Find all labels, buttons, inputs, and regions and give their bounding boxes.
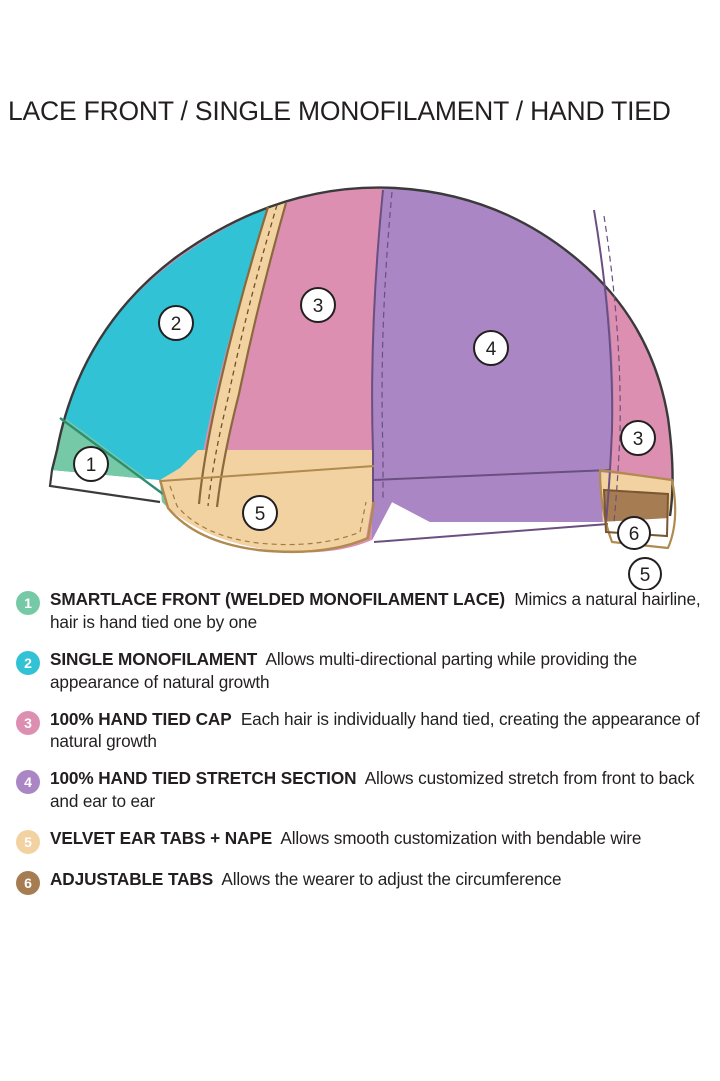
callout-5-nape: 5	[628, 557, 662, 590]
legend-desc-6: Allows the wearer to adjust the circumfe…	[221, 869, 562, 889]
legend-desc-5: Allows smooth customization with bendabl…	[280, 828, 642, 848]
legend-badge-4: 4	[16, 770, 40, 795]
stretch-band-bottom-line	[373, 523, 609, 543]
legend-item-2: 2 SINGLE MONOFILAMENT Allows multi-direc…	[0, 648, 720, 694]
callout-3-back: 3	[620, 420, 656, 456]
divider-green-cyan	[59, 417, 164, 495]
legend-list: 1 SMARTLACE FRONT (WELDED MONOFILAMENT L…	[0, 588, 720, 909]
callout-5-nape-label: 5	[640, 565, 651, 586]
cap-outline	[50, 186, 674, 517]
callout-1: 1	[73, 446, 109, 482]
legend-desc-4: Allows customized stretch from front to …	[50, 768, 695, 812]
callout-2: 2	[158, 305, 194, 341]
ear-tab-stitch	[169, 485, 367, 546]
legend-badge-3: 3	[16, 710, 40, 735]
legend-term-3: 100% HAND TIED CAP	[50, 708, 232, 729]
nape-outline	[598, 468, 677, 550]
legend-text-3: 100% HAND TIED CAP Each hair is individu…	[50, 708, 706, 754]
adjustable-tab-outline	[602, 488, 670, 538]
legend-item-6: 6 ADJUSTABLE TABS Allows the wearer to a…	[0, 868, 720, 895]
region-monofilament-cyan	[52, 208, 268, 502]
callout-6: 6	[617, 516, 651, 550]
callout-5-ear: 5	[242, 495, 278, 531]
legend-badge-4-number: 4	[24, 774, 32, 791]
legend-term-1: SMARTLACE FRONT (WELDED MONOFILAMENT LAC…	[50, 589, 506, 609]
callout-2-label: 2	[171, 314, 182, 335]
legend-item-1: 1 SMARTLACE FRONT (WELDED MONOFILAMENT L…	[0, 588, 720, 634]
callout-6-label: 6	[629, 524, 640, 545]
callout-3-top: 3	[300, 287, 336, 323]
ear-tab-top-edge	[160, 465, 375, 482]
legend-badge-3-number: 3	[24, 714, 32, 731]
callout-3-top-label: 3	[313, 296, 324, 317]
legend-badge-2: 2	[16, 650, 40, 675]
wig-cap-diagram: 1 2 3 4 3	[0, 150, 720, 590]
callout-4-label: 4	[486, 339, 497, 360]
legend-term-5: VELVET EAR TABS + NAPE	[50, 828, 273, 848]
legend-badge-5: 5	[16, 830, 40, 854]
legend-badge-6: 6	[16, 871, 40, 895]
legend-item-4: 4 100% HAND TIED STRETCH SECTION Allows …	[0, 767, 720, 813]
divider-seam-pink	[215, 202, 288, 508]
divider-pink-purple-left	[371, 189, 384, 502]
ear-tab-outline	[158, 479, 376, 554]
legend-badge-6-number: 6	[24, 875, 32, 891]
legend-text-1: SMARTLACE FRONT (WELDED MONOFILAMENT LAC…	[50, 588, 706, 634]
stitch-dashed-right	[603, 215, 621, 523]
legend-text-4: 100% HAND TIED STRETCH SECTION Allows cu…	[50, 767, 706, 813]
page-title: LACE FRONT / SINGLE MONOFILAMENT / HAND …	[8, 96, 671, 126]
legend-item-5: 5 VELVET EAR TABS + NAPE Allows smooth c…	[0, 827, 720, 854]
legend-term-4: 100% HAND TIED STRETCH SECTION	[50, 768, 357, 789]
legend-desc-1: Mimics a natural hairline, hair is hand …	[50, 589, 701, 632]
wig-cap-svg: 1 2 3 4 3	[48, 186, 677, 590]
legend-term-6: ADJUSTABLE TABS	[50, 869, 214, 889]
legend-term-2: SINGLE MONOFILAMENT	[50, 648, 258, 669]
legend-badge-1-number: 1	[24, 595, 32, 611]
seam-binding-tan-front	[198, 202, 286, 508]
callout-3-back-label: 3	[633, 429, 644, 450]
legend-badge-2-number: 2	[24, 654, 32, 671]
legend-desc-2: Allows multi-directional parting while p…	[50, 648, 637, 692]
legend-text-2: SINGLE MONOFILAMENT Allows multi-directi…	[50, 648, 706, 694]
legend-desc-3: Each hair is individually hand tied, cre…	[50, 708, 700, 752]
stitch-dashed-left	[381, 191, 393, 500]
legend-badge-5-number: 5	[24, 834, 32, 850]
smartlace-lower-edge	[48, 469, 161, 504]
divider-purple-pink-right	[593, 209, 614, 523]
legend-badge-1: 1	[16, 591, 40, 615]
callout-1-label: 1	[86, 455, 97, 476]
legend-text-5: VELVET EAR TABS + NAPE Allows smooth cus…	[50, 827, 706, 850]
divider-cyan-seam	[197, 206, 270, 505]
legend-item-3: 3 100% HAND TIED CAP Each hair is indivi…	[0, 708, 720, 754]
legend-text-6: ADJUSTABLE TABS Allows the wearer to adj…	[50, 868, 706, 891]
stretch-band-top-line	[372, 469, 611, 481]
callout-4: 4	[473, 330, 509, 366]
callout-5-ear-label: 5	[255, 504, 266, 525]
seam-stitch-dashed-front	[207, 204, 278, 507]
